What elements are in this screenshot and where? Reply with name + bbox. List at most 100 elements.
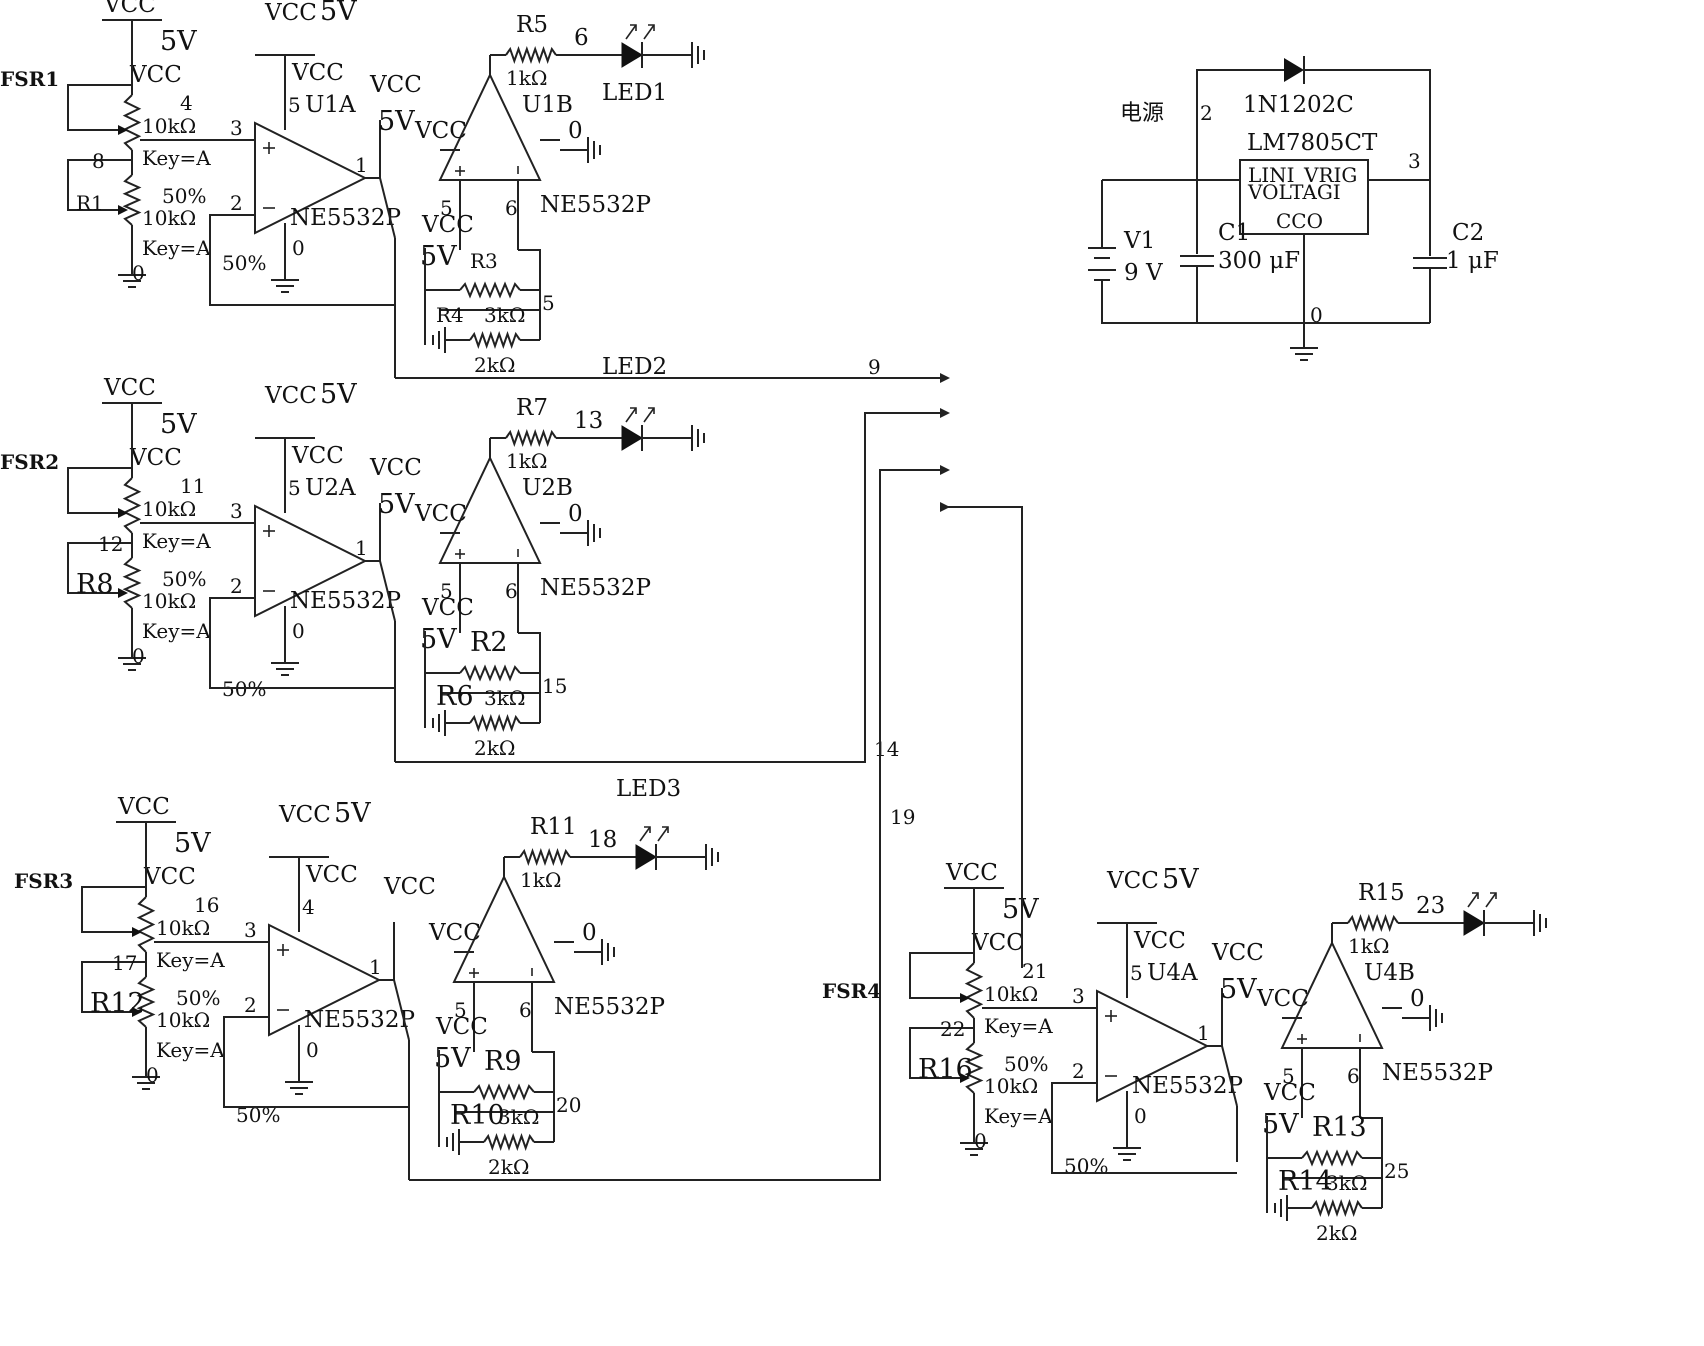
opamp-b	[1280, 940, 1384, 1049]
pin-label: 1	[355, 153, 368, 177]
ground-symbol	[271, 653, 299, 676]
resistor-value: 3kΩ	[484, 303, 525, 327]
pot-resistance-label: 10kΩ	[142, 589, 196, 613]
led-resistor	[1347, 913, 1399, 933]
vcc-label: VCC	[414, 118, 467, 144]
opamp-name: U1A	[305, 92, 356, 118]
vcc-label: VCC	[435, 1014, 488, 1040]
vcc-label: VCC	[428, 920, 481, 946]
pin-label: 3	[230, 116, 243, 140]
led-label: LED1	[602, 80, 667, 106]
pin-label: 2	[230, 574, 243, 598]
resistor-value: 1kΩ	[520, 868, 561, 892]
opamp-a	[268, 923, 382, 1037]
resistor-value: 2kΩ	[1316, 1221, 1357, 1245]
led-diode	[621, 407, 655, 451]
ground-symbol	[285, 1072, 313, 1095]
node-label: 0	[1134, 1104, 1147, 1128]
pot-key-label: Key=A	[156, 1038, 225, 1062]
vcc-label: VCC	[1256, 986, 1309, 1012]
resistor-name: R4	[436, 303, 464, 327]
pot-resistance-label: 10kΩ	[984, 1074, 1038, 1098]
opamp-a	[1096, 989, 1210, 1103]
ground-symbol	[1290, 338, 1318, 361]
vcc-label: VCC	[117, 794, 170, 820]
led-diode	[635, 826, 669, 870]
pin-label: 5	[288, 93, 301, 117]
node-label: 16	[194, 893, 219, 917]
feedback-resistor-1	[459, 281, 521, 299]
node-label: 13	[574, 408, 603, 434]
supply-5v-label: 5V	[434, 1043, 471, 1074]
vcc-label: VCC	[264, 0, 317, 26]
opamp-name: U2A	[305, 475, 356, 501]
vcc-label: VCC	[305, 862, 358, 888]
resistor-value: 2kΩ	[474, 353, 515, 377]
node-label: 0	[974, 1129, 987, 1153]
supply-5v-label: 5V	[378, 489, 415, 520]
pin-label: LINI	[1248, 163, 1295, 187]
node-label: 12	[98, 532, 123, 556]
resistor-name: R12	[90, 988, 145, 1019]
pot-key-label: Key=A	[142, 146, 211, 170]
opamp-name: U2B	[522, 475, 573, 501]
node-label: 6	[574, 25, 589, 51]
pot-percent-label: 50%	[162, 184, 206, 208]
pot-key-label: Key=A	[984, 1104, 1053, 1128]
opamp-a	[254, 121, 368, 235]
pin-label: 3	[1072, 984, 1085, 1008]
pot-resistance-label: 10kΩ	[142, 497, 196, 521]
resistor-name: R8	[76, 569, 114, 600]
potentiometer-bottom	[964, 1042, 984, 1094]
source-name: V1	[1123, 228, 1155, 254]
vcc-label: VCC	[264, 383, 317, 409]
feedback-resistor-1	[473, 1083, 535, 1101]
pin-label: 5	[454, 998, 467, 1022]
pot-percent-label: 50%	[1064, 1154, 1108, 1178]
pot-resistance-label: 10kΩ	[156, 916, 210, 940]
ground-symbol	[446, 1129, 460, 1155]
vcc-label: VCC	[129, 62, 182, 88]
ground-symbol	[691, 42, 705, 68]
pot-resistance-label: 10kΩ	[142, 114, 196, 138]
ground-symbol	[601, 939, 615, 965]
node-label: 0	[582, 920, 597, 946]
resistor-name: R3	[470, 249, 498, 273]
ground-symbol	[587, 520, 601, 546]
supply-5v-label: 5V	[320, 379, 357, 410]
resistor-value: 2kΩ	[474, 736, 515, 760]
led-label: LED3	[616, 776, 681, 802]
pot-key-label: Key=A	[142, 236, 211, 260]
node-label: 0	[568, 501, 583, 527]
node-label: 18	[588, 827, 617, 853]
led-resistor	[505, 428, 557, 448]
fsr-label: FSR3	[14, 869, 73, 893]
pin-label: 5	[440, 196, 453, 220]
supply-5v-label: 5V	[1262, 1109, 1299, 1140]
pin-label: 5	[288, 476, 301, 500]
feedback-resistor-2	[1311, 1198, 1363, 1218]
feedback-resistor-2	[469, 330, 521, 350]
vcc-label: VCC	[129, 445, 182, 471]
node-label: 5	[542, 291, 555, 315]
resistor-name: R6	[436, 681, 474, 712]
vcc-label: VCC	[1211, 940, 1264, 966]
supply-5v-label: 5V	[420, 241, 457, 272]
supply-5v-label: 5V	[1162, 864, 1199, 895]
pin-label: 1	[369, 955, 382, 979]
pot-resistance-label: 10kΩ	[984, 982, 1038, 1006]
resistor-value: 3kΩ	[498, 1105, 539, 1129]
capacitor-name: C1	[1218, 220, 1250, 246]
opamp-model: NE5532P	[290, 588, 401, 614]
node-label: 0	[306, 1038, 319, 1062]
supply-5v-label: 5V	[1220, 974, 1257, 1005]
vcc-label: VCC	[421, 595, 474, 621]
ground-symbol	[118, 648, 146, 671]
node-label: 0	[132, 644, 145, 668]
supply-5v-label: 5V	[1002, 894, 1039, 925]
pot-resistance-label: 10kΩ	[142, 206, 196, 230]
sensor-stage-1: FSR1VCC5VVCC10kΩKey=A4850%R110kΩKey=A50%…	[0, 0, 705, 378]
pin-label: 5	[1130, 961, 1143, 985]
